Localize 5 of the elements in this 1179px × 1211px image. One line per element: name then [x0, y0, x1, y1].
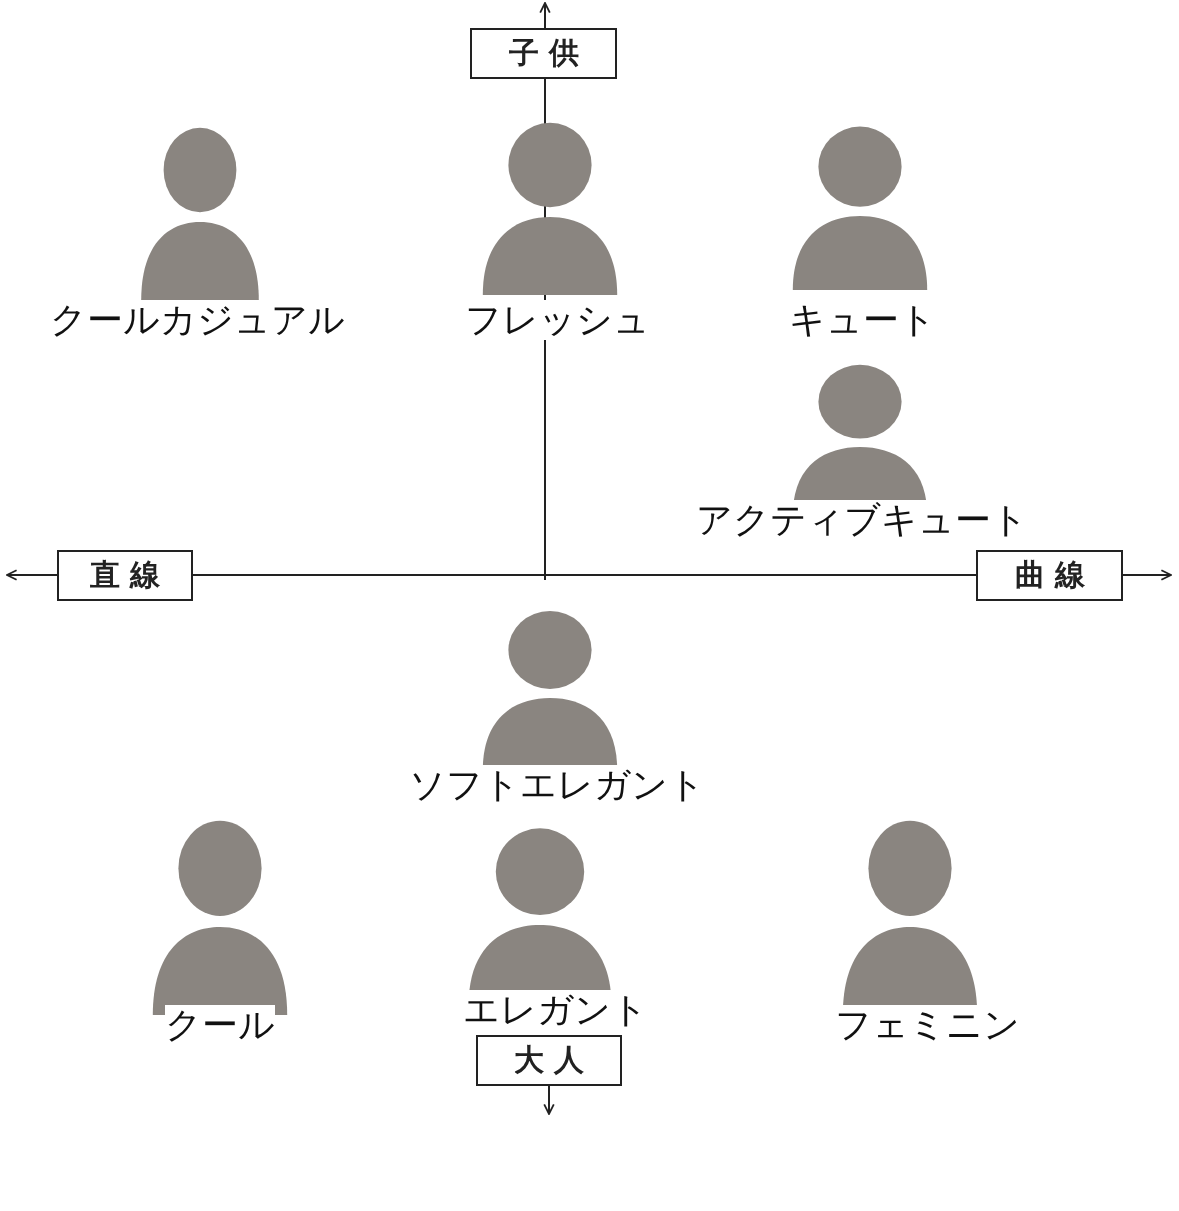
style-caption: クール: [165, 1005, 275, 1045]
axis-label-box: 大人: [476, 1035, 622, 1086]
axis-label-box: 直線: [57, 550, 193, 601]
axis-label-box: 曲線: [976, 550, 1123, 601]
axis-label-box: 子供: [470, 28, 617, 79]
